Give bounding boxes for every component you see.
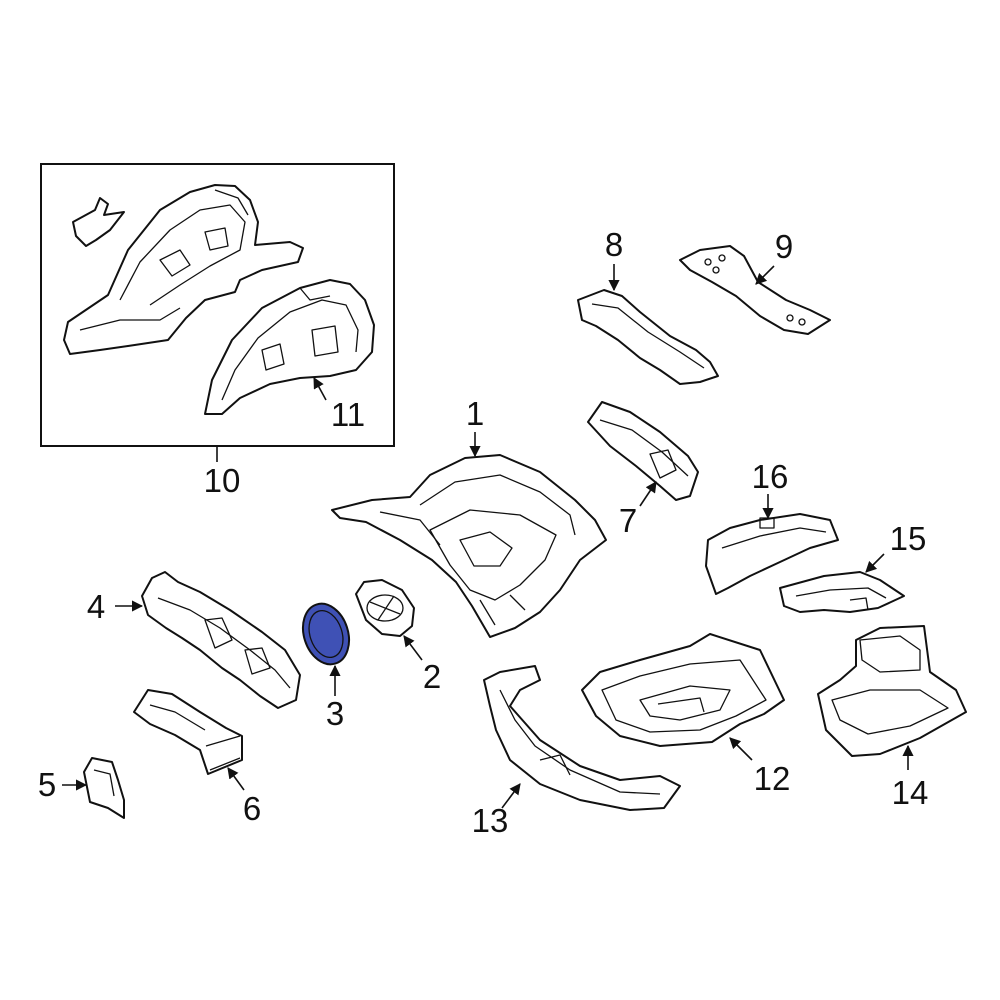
leader-lines bbox=[62, 264, 914, 809]
callout-4: 4 bbox=[87, 588, 105, 625]
part-5-bracket[interactable] bbox=[83, 757, 125, 819]
callout-1: 1 bbox=[466, 395, 484, 432]
part-1-rear-floor-pan[interactable] bbox=[331, 454, 607, 638]
callout-11: 11 bbox=[331, 396, 365, 433]
callout-14: 14 bbox=[892, 774, 929, 811]
leader-13 bbox=[501, 783, 521, 809]
callout-2: 2 bbox=[423, 658, 441, 695]
leader-15 bbox=[865, 553, 885, 573]
part-2-plug[interactable] bbox=[355, 579, 415, 637]
callout-12: 12 bbox=[754, 760, 791, 797]
part-13-rear-panel[interactable] bbox=[483, 665, 681, 811]
part-14-rear-tray[interactable] bbox=[817, 625, 967, 757]
callout-10: 10 bbox=[204, 462, 241, 499]
part-12-spare-wheel-well[interactable] bbox=[581, 633, 785, 747]
part-9-cross-member[interactable] bbox=[679, 245, 831, 335]
part-7-cross-member[interactable] bbox=[587, 401, 699, 501]
callout-9: 9 bbox=[775, 228, 793, 265]
callout-6: 6 bbox=[243, 790, 261, 827]
leader-2 bbox=[403, 635, 423, 661]
part-4-side-member[interactable] bbox=[141, 571, 301, 709]
callout-13: 13 bbox=[472, 802, 509, 839]
leader-9 bbox=[755, 265, 775, 285]
callout-5: 5 bbox=[38, 766, 56, 803]
leader-12 bbox=[729, 737, 753, 761]
callout-8: 8 bbox=[605, 226, 623, 263]
part-10-wheelhouse[interactable] bbox=[63, 184, 304, 355]
callout-15: 15 bbox=[890, 520, 927, 557]
callout-16: 16 bbox=[752, 458, 789, 495]
leader-7 bbox=[639, 481, 657, 507]
leader-11 bbox=[313, 377, 327, 401]
callout-3: 3 bbox=[326, 695, 344, 732]
part-8-cross-member[interactable] bbox=[577, 289, 719, 385]
callout-7: 7 bbox=[619, 502, 637, 539]
part-16-bracket[interactable] bbox=[705, 513, 839, 595]
leader-6 bbox=[227, 767, 245, 791]
part-15-plate[interactable] bbox=[779, 571, 905, 613]
part-3-grommet-highlighted[interactable] bbox=[295, 598, 356, 671]
part-11-inner-wheelhouse[interactable] bbox=[204, 279, 375, 415]
part-6-reinforcement[interactable] bbox=[133, 689, 243, 775]
callout-labels: 1 2 3 4 5 6 7 8 9 10 11 12 13 14 15 16 bbox=[38, 226, 929, 839]
